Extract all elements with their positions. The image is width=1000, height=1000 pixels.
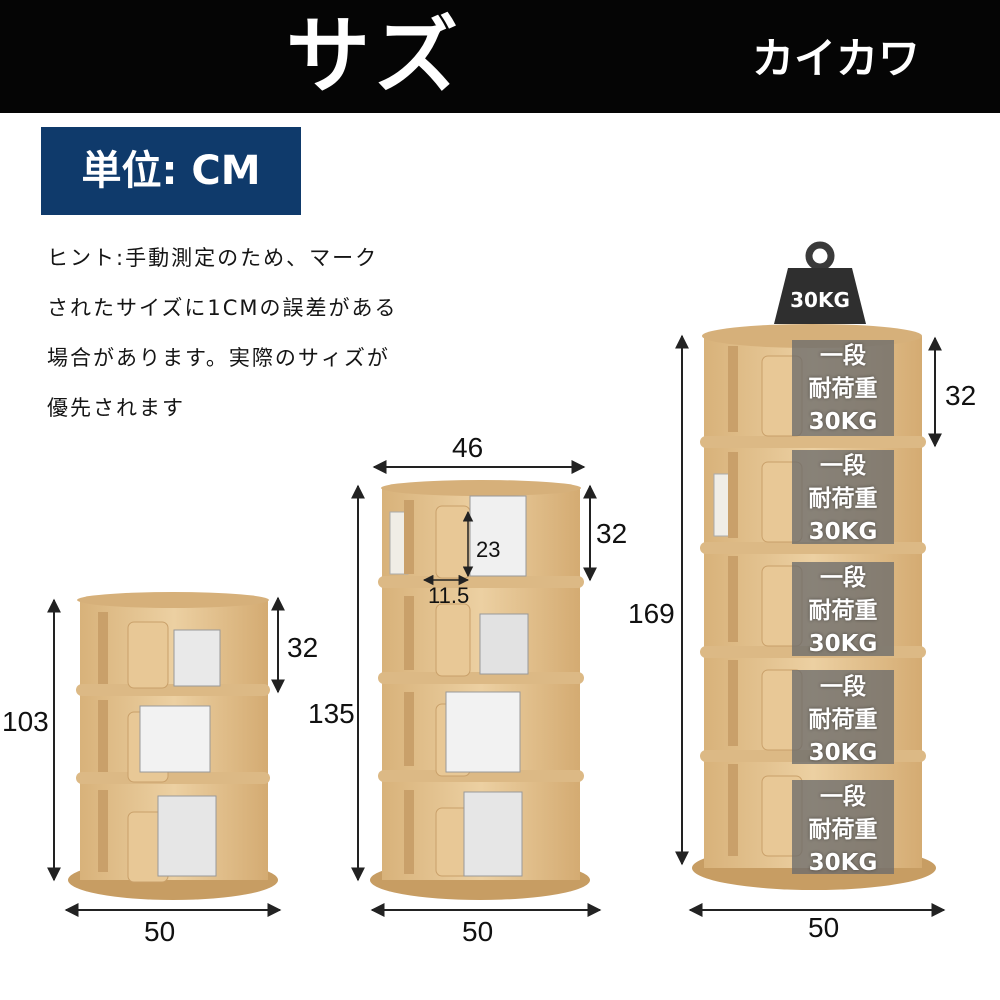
medium-shelf xyxy=(370,480,590,900)
small-tier-label: 32 xyxy=(287,632,319,663)
medium-inner-width-label: 11.5 xyxy=(428,583,470,608)
load-panel xyxy=(792,340,894,436)
medium-height-label: 135 xyxy=(308,698,355,729)
brand-name: カイカワ xyxy=(752,34,921,83)
book xyxy=(479,613,529,675)
divider xyxy=(728,556,738,642)
unit-badge: 単位: CM xyxy=(41,127,301,215)
divider xyxy=(728,764,738,856)
small-height-label: 103 xyxy=(2,706,49,737)
large-height-label: 169 xyxy=(628,598,675,629)
medium-top-width-label: 46 xyxy=(452,432,484,463)
book xyxy=(463,791,523,877)
note-line-1: ヒント:手動測定のため、マーク xyxy=(47,246,379,270)
load-panel xyxy=(792,670,894,764)
medium-shelf-board xyxy=(378,576,584,588)
divider xyxy=(404,790,414,874)
weight-icon xyxy=(774,241,866,324)
book xyxy=(157,795,217,877)
divider xyxy=(404,596,414,670)
divider xyxy=(404,692,414,766)
small-shelf-top xyxy=(77,592,269,608)
medium-inner-height-label: 23 xyxy=(476,537,501,562)
small-shelf xyxy=(68,592,278,900)
divider xyxy=(728,452,738,538)
book xyxy=(139,705,211,773)
note-line-4: 優先されます xyxy=(47,396,185,420)
large-shelf xyxy=(692,324,936,890)
divider xyxy=(728,346,738,432)
bookend xyxy=(435,603,471,677)
medium-shelf-top xyxy=(381,480,581,496)
small-shelf-board xyxy=(76,684,270,696)
bookend xyxy=(127,621,169,689)
medium-shelf-board xyxy=(378,672,584,684)
note-line-2: されたサイズに1CMの誤差がある xyxy=(47,296,398,320)
divider xyxy=(98,612,108,684)
medium-tier-label: 32 xyxy=(596,518,628,549)
large-shelf-board xyxy=(700,436,926,448)
load-panel xyxy=(792,450,894,544)
large-shelf-board xyxy=(700,542,926,554)
divider xyxy=(404,500,414,574)
divider xyxy=(98,790,108,872)
small-shelf-board xyxy=(76,772,270,784)
divider xyxy=(98,700,108,772)
load-panel xyxy=(792,780,894,874)
book xyxy=(445,691,521,773)
header-bar: サズ カイカワ xyxy=(0,0,1000,113)
bookend xyxy=(435,505,471,579)
large-width-label: 50 xyxy=(808,912,840,943)
weight-label: 30KG xyxy=(790,288,850,312)
load-panel xyxy=(792,562,894,656)
divider xyxy=(728,660,738,746)
small-width-label: 50 xyxy=(144,916,176,947)
book xyxy=(469,495,527,577)
medium-shelf-board xyxy=(378,770,584,782)
note-line-3: 場合があります。実際のサィズが xyxy=(47,346,390,370)
page-title: サズ xyxy=(286,7,463,105)
book xyxy=(173,629,221,687)
large-tier-label: 32 xyxy=(945,380,977,411)
medium-width-label: 50 xyxy=(462,916,494,947)
